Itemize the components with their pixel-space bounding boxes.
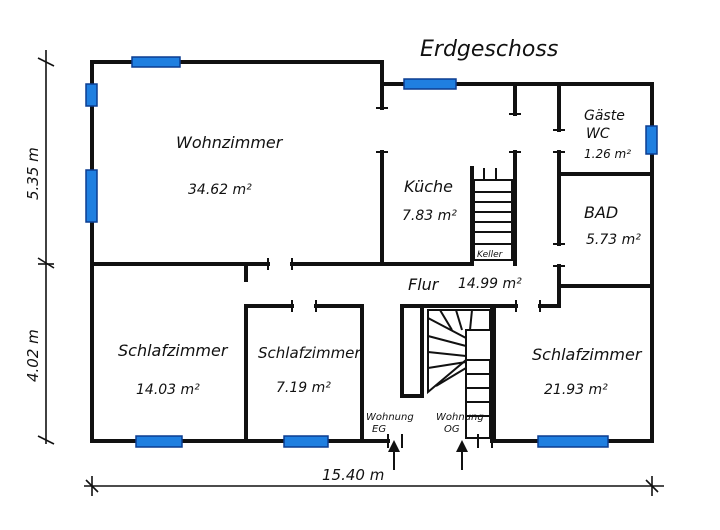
interior-walls: [90, 82, 654, 443]
room-name-kueche: Küche: [404, 177, 453, 196]
labels: Erdgeschoss Wohnzimmer 34.62 m² Küche 7.…: [24, 37, 643, 484]
label-wohnung-og-2: OG: [444, 424, 460, 435]
room-area-wc: 1.26 m²: [584, 147, 631, 161]
window-wohn-top: [131, 56, 181, 68]
dim-lower-height: 4.02 m: [24, 329, 42, 382]
label-keller: Keller: [477, 250, 504, 260]
room-name-schlaf-rechts: Schlafzimmer: [532, 345, 643, 364]
wall-stair-core-left: [400, 304, 424, 398]
wall-small-room-nw: [244, 304, 294, 443]
wall-top-left: [90, 60, 384, 110]
room-name-wohnzimmer: Wohnzimmer: [176, 133, 284, 152]
room-name-bad: BAD: [584, 203, 618, 222]
dim-total-width: 15.40 m: [322, 466, 384, 484]
window-schlaf-rechts: [537, 435, 609, 448]
room-area-schlaf-links: 14.03 m²: [136, 382, 200, 398]
label-wohnung-eg-1: Wohnung: [366, 412, 414, 423]
stairs-og: [427, 309, 491, 439]
room-area-schlaf-rechts: 21.93 m²: [544, 382, 608, 398]
arrow-eg-head-icon: [388, 440, 400, 452]
room-name-schlaf-links: Schlafzimmer: [118, 341, 229, 360]
room-area-wohnzimmer: 34.62 m²: [188, 182, 252, 198]
room-name-flur: Flur: [408, 275, 440, 294]
room-area-kueche: 7.83 m²: [402, 208, 457, 224]
stairs-cellar: [473, 168, 513, 261]
room-area-flur: 14.99 m²: [458, 276, 522, 292]
window-wc-right: [645, 125, 658, 155]
windows: [85, 56, 658, 448]
wall-top-right: [380, 82, 654, 443]
room-area-schlaf-mitte: 7.19 m²: [276, 380, 331, 396]
entry-arrows: [388, 440, 468, 470]
wall-right-room-b: [538, 284, 561, 308]
plan-title: Erdgeschoss: [420, 37, 558, 62]
dim-upper-height: 5.35 m: [24, 147, 42, 200]
window-wohn-left-a: [85, 83, 98, 107]
door-jambs: [376, 107, 565, 448]
room-name-schlaf-mitte: Schlafzimmer: [258, 344, 361, 362]
window-schlaf-mitte: [283, 435, 329, 448]
window-schlaf-links: [135, 435, 183, 448]
arrow-og-head-icon: [456, 440, 468, 452]
dimension-lines: [37, 50, 664, 496]
room-name-gaeste: Gäste: [584, 108, 625, 124]
wall-bad-south: [557, 264, 654, 288]
room-area-bad: 5.73 m²: [586, 232, 641, 248]
window-wohn-left-b: [85, 169, 98, 223]
label-wohnung-og-1: Wohnung: [436, 412, 484, 423]
window-kueche-top: [403, 78, 457, 90]
label-wohnung-eg-2: EG: [372, 424, 386, 435]
room-name-wc: WC: [586, 126, 610, 142]
wall-small-room-ne: [314, 304, 364, 443]
